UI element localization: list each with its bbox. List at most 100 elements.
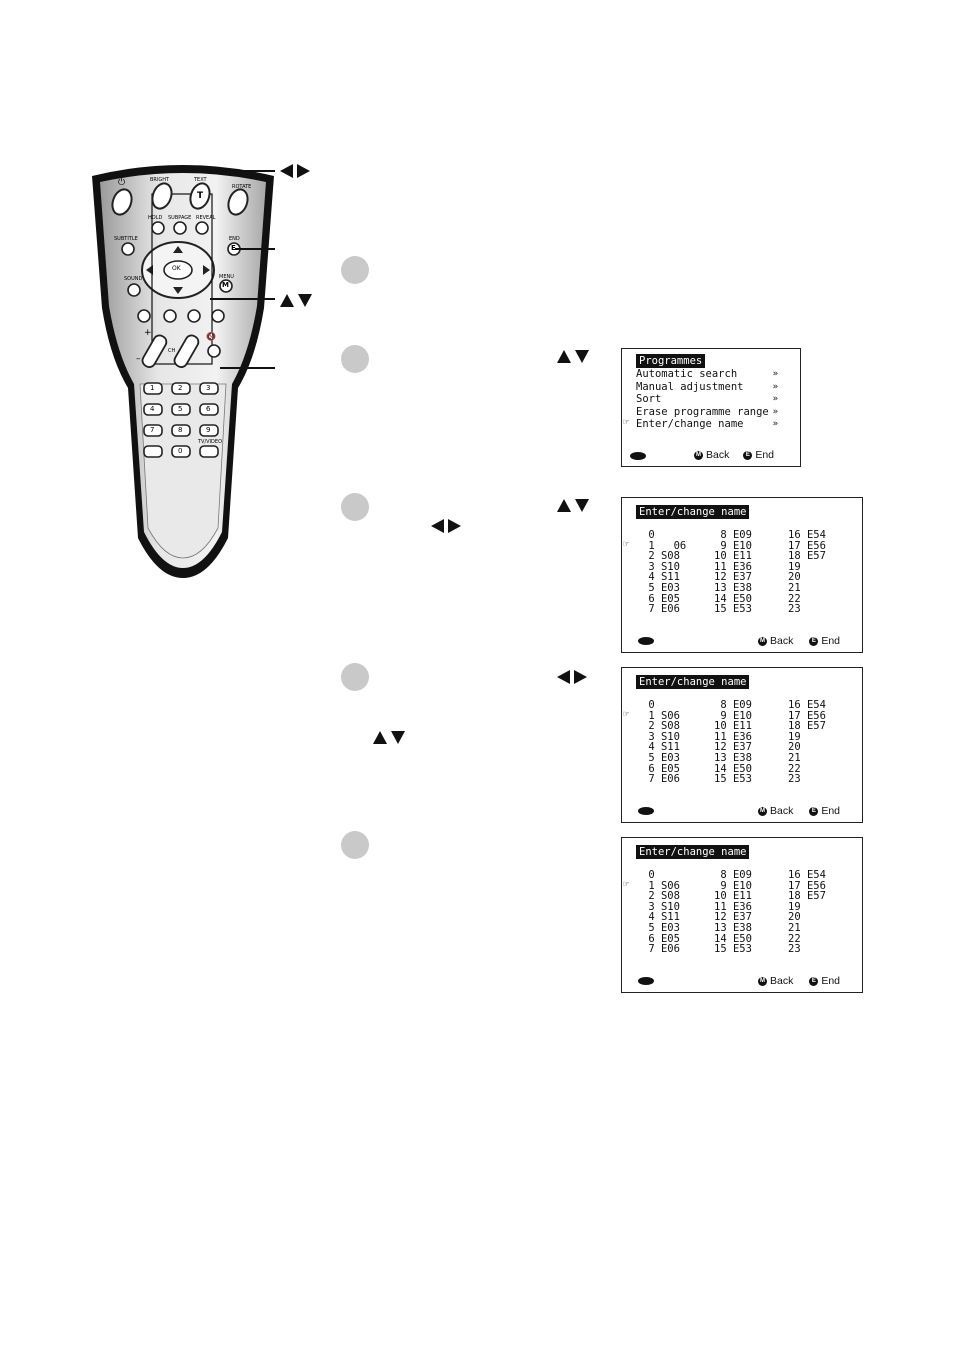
- menu-item-2: Sort: [636, 393, 662, 406]
- programme-entry: 9 E10: [714, 879, 752, 892]
- programme-entry: 0: [642, 699, 655, 711]
- programme-entry: 8 E09: [714, 529, 752, 541]
- menu-back-icon: M: [758, 806, 767, 816]
- rotate-button[interactable]: ROTATE: [232, 184, 252, 190]
- right-arrow-icon: [448, 519, 461, 533]
- text-button[interactable]: TEXT: [194, 177, 207, 183]
- programme-entry: 12 E37: [714, 571, 752, 584]
- programme-column-col1: 0 1 S06 2 S08 3 S10 4 S11 5 E03 6 E05 7 …: [642, 870, 680, 955]
- right-arrow-icon: [574, 670, 587, 684]
- step-marker-1: [341, 256, 369, 284]
- bright-button[interactable]: BRIGHT: [150, 177, 170, 183]
- digit-key-3[interactable]: 3: [206, 384, 211, 392]
- subtitle-button[interactable]: SUBTITLE: [114, 236, 138, 242]
- menu-item-4: Enter/change name: [636, 418, 744, 431]
- programme-entry: 22: [788, 762, 801, 775]
- leader-line-up-down: [210, 298, 275, 300]
- programme-entry: 13 E38: [714, 921, 752, 934]
- programme-entry: 9 E10: [714, 709, 752, 722]
- programme-entry: 4 S11: [642, 741, 680, 754]
- programme-entry: 1 S06: [642, 879, 680, 892]
- navigate-icon: [638, 977, 654, 985]
- up-arrow-icon: [557, 499, 571, 512]
- programme-entry: 20: [788, 571, 801, 584]
- back-label: Back: [706, 449, 730, 461]
- digit-key-8[interactable]: 8: [178, 426, 183, 434]
- programme-entry: 19: [788, 900, 801, 913]
- ok-button[interactable]: OK: [172, 265, 181, 272]
- digit-key-4[interactable]: 4: [150, 405, 155, 413]
- sound-button[interactable]: SOUND: [124, 276, 143, 282]
- step-marker-5: [341, 831, 369, 859]
- programme-entry: 2 S08: [642, 550, 680, 563]
- back-label: Back: [770, 805, 794, 817]
- programme-entry: 17 E56: [788, 709, 826, 722]
- digit-key-9[interactable]: 9: [206, 426, 211, 434]
- programme-entry: 8 E09: [714, 699, 752, 711]
- screen-title: Enter/change name: [636, 505, 750, 519]
- down-arrow-icon: [298, 294, 312, 307]
- submenu-arrow-icon: »: [772, 381, 778, 392]
- digit-key-0[interactable]: 0: [178, 447, 183, 455]
- programme-entry: 23: [788, 603, 801, 616]
- end-button[interactable]: END: [229, 236, 240, 242]
- menu-back-icon: M: [758, 636, 767, 646]
- up-arrow-icon: [557, 350, 571, 363]
- programme-entry: 18 E57: [788, 890, 826, 903]
- programme-entry: 16 E54: [788, 869, 826, 881]
- programme-entry: 12 E37: [714, 741, 752, 754]
- navigate-icon: [638, 637, 654, 645]
- programme-entry: 13 E38: [714, 751, 752, 764]
- programme-entry: 8 E09: [714, 869, 752, 881]
- remote-body-graphic: [92, 165, 274, 578]
- digit-key-7[interactable]: 7: [150, 426, 155, 434]
- programme-entry: 1 S06: [642, 709, 680, 722]
- programme-entry: 0: [642, 529, 655, 541]
- leader-line-menu: [220, 367, 275, 369]
- digit-key-6[interactable]: 6: [206, 405, 211, 413]
- digit-key-5[interactable]: 5: [178, 405, 183, 413]
- left-right-arrows-callout: [280, 164, 310, 178]
- step-marker-2: [341, 345, 369, 373]
- menu-glyph: M: [222, 281, 229, 289]
- programme-entry: 18 E57: [788, 550, 826, 563]
- end-icon: E: [809, 636, 819, 646]
- digit-key-1[interactable]: 1: [150, 384, 155, 392]
- programme-entry: 21: [788, 921, 801, 934]
- step3-left-right-arrows: [431, 519, 461, 533]
- programme-entry: 21: [788, 751, 801, 764]
- enter-change-name-screen-2: Enter/change name☞ 0 1 S06 2 S08 3 S10 4…: [621, 667, 863, 823]
- programme-entry: 20: [788, 911, 801, 924]
- mute-icon[interactable]: 🔇: [206, 332, 216, 341]
- menu-button[interactable]: MENU: [219, 274, 234, 280]
- programme-entry: 23: [788, 773, 801, 786]
- subpage-button[interactable]: SUBPAGE: [168, 215, 192, 221]
- programme-entry: 22: [788, 932, 801, 945]
- submenu-arrow-icon: »: [772, 394, 778, 405]
- programme-entry: 3 S10: [642, 730, 680, 743]
- digit-key-2[interactable]: 2: [178, 384, 183, 392]
- screen-title: Enter/change name: [636, 845, 750, 859]
- reveal-button[interactable]: REVEAL: [196, 215, 216, 221]
- end-icon: E: [809, 976, 819, 986]
- hold-button[interactable]: HOLD: [148, 215, 163, 221]
- programme-entry: 22: [788, 592, 801, 605]
- programme-entry: 11 E36: [714, 560, 752, 573]
- pointer-icon: ☞: [623, 879, 630, 890]
- down-arrow-icon: [391, 731, 405, 744]
- programme-entry: 11 E36: [714, 730, 752, 743]
- tv-video-button[interactable]: TV/VIDEO: [198, 439, 222, 445]
- programme-entry: 19: [788, 730, 801, 743]
- power-icon[interactable]: ⏻: [118, 178, 126, 188]
- up-arrow-icon: [280, 294, 294, 307]
- menu-back-icon: M: [758, 976, 767, 986]
- navigate-icon: [638, 807, 654, 815]
- programme-entry: 15 E53: [714, 603, 752, 616]
- end-icon: E: [743, 450, 753, 460]
